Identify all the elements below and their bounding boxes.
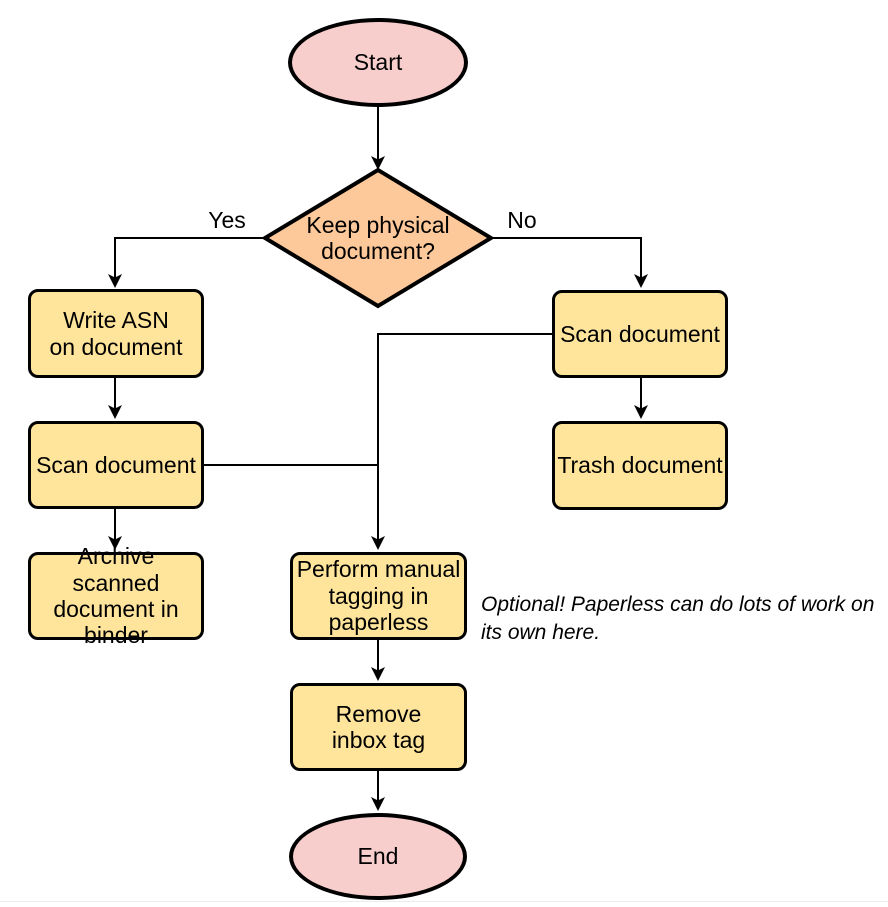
process-node-scan-document-right: Scan document [552,290,728,378]
process-node-remove-inbox-tag: Remove inbox tag [290,683,467,771]
start-label: Start [353,49,403,76]
process-node-archive-document: Archive scanned document in binder [28,543,204,648]
process-node-trash-document: Trash document [552,421,728,510]
trash-document-label: Trash document [557,452,723,479]
scan-document-right-label: Scan document [560,320,720,347]
bottom-frame-divider [0,901,888,902]
edge-label-no: No [507,207,537,233]
edge-label-yes: Yes [208,207,246,233]
write-asn-label: Write ASN on document [49,307,183,360]
diamond-shape [262,167,494,309]
scan-document-left-label: Scan document [36,451,196,478]
decision-label: Keep physical document? [306,211,450,264]
process-node-perform-manual-tagging: Perform manual tagging in paperless [290,552,467,640]
edge-decision-no-to-scan-right [490,237,648,288]
perform-manual-tagging-label: Perform manual tagging in paperless [296,556,461,636]
optional-note-annotation: Optional! Paperless can do lots of work … [481,593,875,644]
edge-decision-yes-to-write-asn [108,237,266,288]
process-node-scan-document-left: Scan document [28,421,204,509]
start-terminal-node: Start [288,18,468,107]
archive-document-label: Archive scanned document in binder [53,543,179,649]
decision-node-keep-physical-document: Keep physical document? [262,167,494,309]
process-node-write-asn: Write ASN on document [28,289,204,378]
end-label: End [357,843,399,870]
end-terminal-node: End [289,813,467,900]
edge-scan-right-to-perform-tagging [371,333,552,550]
remove-inbox-tag-label: Remove inbox tag [331,700,426,753]
